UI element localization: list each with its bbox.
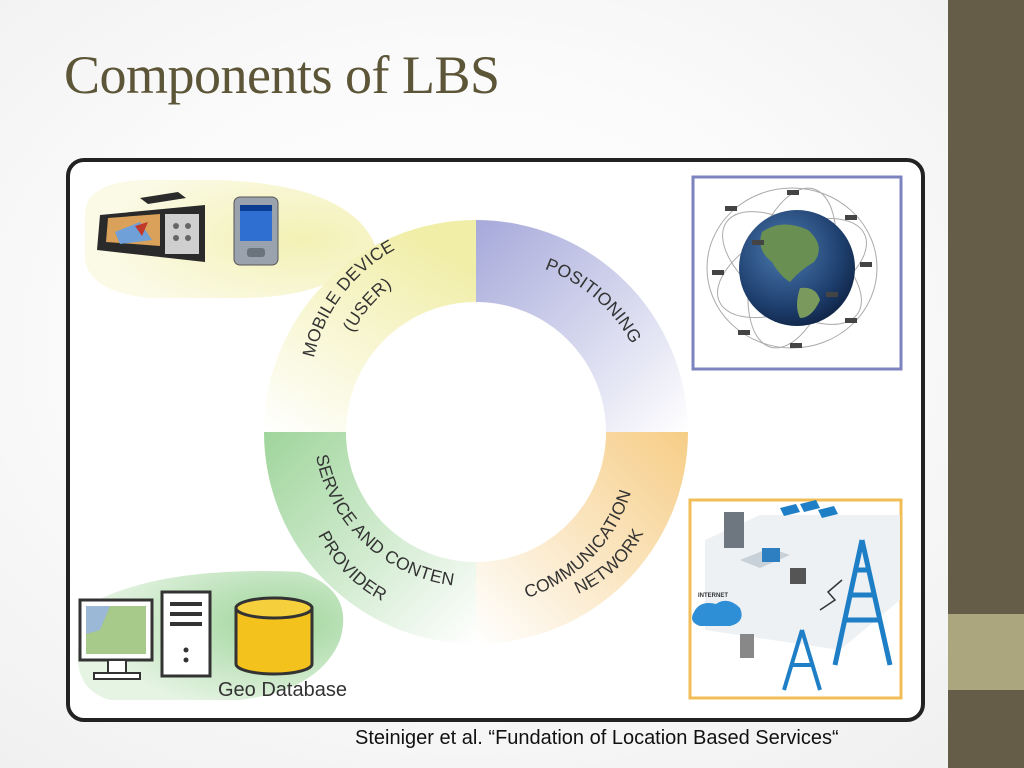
database-icon	[234, 596, 314, 676]
computer-icon	[78, 590, 212, 680]
communication-network-segment	[476, 432, 688, 644]
page-title: Components of LBS	[64, 45, 500, 105]
mobile-device-petal	[85, 180, 375, 299]
car-navigation-device-icon	[97, 192, 205, 262]
geo-database-label: Geo Database	[218, 679, 347, 701]
internet-label: INTERNET	[698, 593, 728, 599]
cell-tower-icon: INTERNET	[688, 498, 903, 700]
citation-text: Steiniger et al. “Fundation of Location …	[355, 727, 839, 749]
mobile-device-segment	[264, 220, 476, 432]
satellite-globe-icon	[691, 175, 903, 371]
pda-icon	[233, 196, 279, 266]
service-provider-segment	[264, 432, 476, 644]
lbs-components-diagram: MOBILE DEVICE (USER) POSITIONING COMMUNI…	[66, 158, 903, 701]
positioning-segment	[476, 220, 688, 432]
right-decorative-accent	[948, 614, 1024, 690]
